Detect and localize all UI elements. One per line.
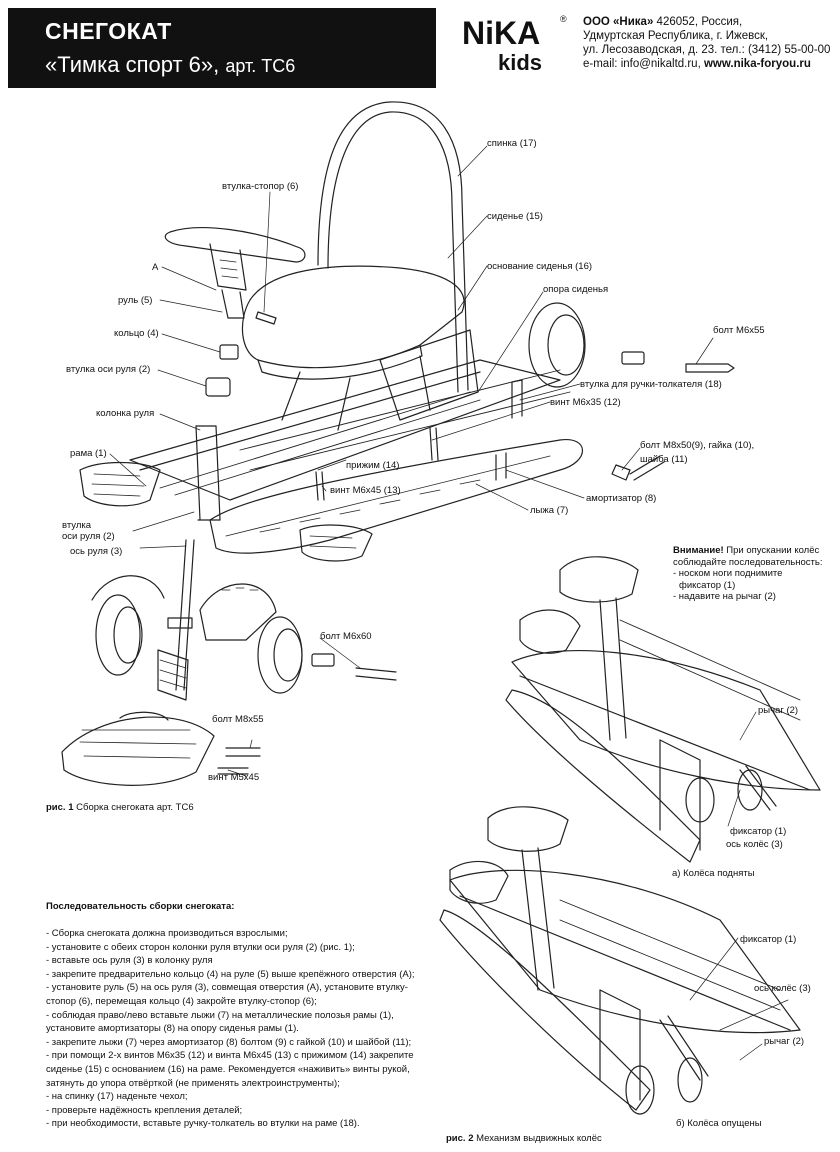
assembly-step: - проверьте надёжность крепления деталей… [46,1104,243,1116]
label-axle-sleeve-2a: втулка [62,520,92,531]
assembly-step: затянуть до упора отвёрткой (не применят… [46,1077,340,1089]
label-axle-sleeve-2b: оси руля (2) [62,531,115,542]
label-seat: сиденье (15) [487,211,543,222]
assembly-step: - закрепите предварительно кольцо (4) на… [46,968,415,980]
label-bolt-m6x55: болт М6х55 [713,325,765,336]
assembly-step: - соблюдая право/лево вставьте лыжи (7) … [46,1009,394,1021]
label-handlebar: руль (5) [118,295,153,306]
label-lever-top: рычаг (2) [758,705,799,716]
logo-top-text: NiKA [462,15,540,51]
label-shock-absorber: амортизатор (8) [586,493,657,504]
label-backrest: спинка (17) [487,138,537,149]
figure-1-caption: рис. 1 Сборка снегоката арт. ТС6 [46,802,194,813]
assembly-sequence-title: Последовательность сборки снегоката: [46,901,235,912]
product-subtitle: «Тимка спорт 6», арт. ТС6 [45,52,295,78]
label-bolt-m8x50: болт М8х50(9), гайка (10), [640,440,755,451]
company-name: ООО «Ника» [583,16,654,28]
label-bolt-m8x55: болт М8х55 [212,714,264,725]
title-banner: СНЕГОКАТ «Тимка спорт 6», арт. ТС6 [8,8,436,88]
assembly-step: - установите с обеих сторон колонки руля… [46,941,355,953]
assembly-step: сиденье (15) с основанием (16) на раме. … [46,1063,410,1075]
wheels-up-illustration [505,556,821,863]
figure-1-number: рис. 1 [46,802,74,813]
figure-2-text: Механизм выдвижных колёс [473,1133,602,1144]
assembly-step: - при необходимости, вставьте ручку-толк… [46,1118,360,1130]
assembly-step: - на спинку (17) наденьте чехол; [46,1091,188,1103]
label-wheel-axle-bottom: ось колёс (3) [754,983,811,994]
company-info: ООО «Ника» 426052, Россия, Удмуртская Ре… [583,15,830,71]
assembly-steps: - Сборка снегоката должна производиться … [46,927,446,1131]
caption-wheels-up: а) Колёса подняты [672,868,755,879]
label-axle-sleeve: втулка оси руля (2) [66,364,151,375]
assembly-step: установите амортизаторы (8) на опору сид… [46,1023,299,1035]
figure-2-number: рис. 2 [446,1133,474,1144]
label-bolt-m6x60: болт М6х60 [320,631,372,642]
warning-text: При опускании колёс соблюдайте последова… [673,545,823,568]
assembly-step: - закрепите лыжи (7) через амортизатор (… [46,1036,412,1048]
company-address-2: Удмуртская Республика, г. Ижевск, [583,30,769,42]
sled-frame-illustration [61,101,735,786]
product-article: арт. ТС6 [225,56,296,76]
label-frame: рама (1) [70,448,107,459]
label-screw-m6x35: винт М6х35 (12) [550,397,621,408]
label-steering-axle: ось руля (3) [70,546,123,557]
company-email: e-mail: info@nikaltd.ru, [583,58,704,70]
product-model-name: «Тимка спорт 6», [45,52,220,77]
assembly-step: стопор (6), перемещая кольцо (4) закройт… [46,995,317,1007]
figure-1-text: Сборка снегоката арт. ТС6 [73,802,194,813]
label-washer: шайба (11) [640,454,688,465]
label-screw-m5x45: винт М5х45 [208,772,260,783]
assembly-step: - установите руль (5) на ось руля (3), с… [46,982,408,994]
label-hole-a: A [152,262,159,273]
label-stopper-sleeve: втулка-стопор (6) [222,181,299,192]
company-address-3: ул. Лесозаводская, д. 23. тел.: (3412) 5… [583,44,831,56]
warning-note: Внимание! При опускании колёс соблюдайте… [673,545,833,603]
label-ski: лыжа (7) [530,505,569,516]
warning-title: Внимание! [673,545,724,556]
warning-item-1: - носком ноги поднимите [673,568,783,579]
label-ring: кольцо (4) [114,328,159,339]
caption-wheels-down: б) Колёса опущены [676,1118,762,1129]
warning-item-2: - надавите на рычаг (2) [673,591,776,602]
label-wheel-axle-top: ось колёс (3) [726,839,783,850]
label-clamp: прижим (14) [346,460,400,471]
assembly-step: - при помощи 2-х винтов М6х35 (12) и вин… [46,1050,414,1062]
assembly-step: - Сборка снегоката должна производиться … [46,928,288,939]
company-website: www.nika-foryou.ru [703,58,811,70]
warning-item-1b: фиксатор (1) [679,579,736,591]
label-steering-column: колонка руля [96,408,155,419]
label-seat-base: основание сиденья (16) [487,261,593,272]
nika-kids-logo: NiKA kids ® [462,14,567,74]
leader-lines [109,145,789,1061]
company-address-1: 426052, Россия, [653,16,743,28]
label-latch-top: фиксатор (1) [730,826,787,837]
label-latch-bottom: фиксатор (1) [740,934,797,945]
logo-bottom-text: kids [498,50,542,74]
registered-mark: ® [560,14,567,24]
figure-2-caption: рис. 2 Механизм выдвижных колёс [446,1133,602,1144]
label-pusher-sleeve: втулка для ручки-толкателя (18) [580,379,722,390]
label-lever-bottom: рычаг (2) [764,1036,805,1047]
assembly-step: - вставьте ось руля (3) в колонку руля [46,955,213,967]
wheels-down-illustration [439,806,801,1115]
label-screw-m6x45: винт М6х45 (13) [330,485,401,496]
label-seat-support: опора сиденья [543,284,609,295]
product-title: СНЕГОКАТ [45,18,172,44]
